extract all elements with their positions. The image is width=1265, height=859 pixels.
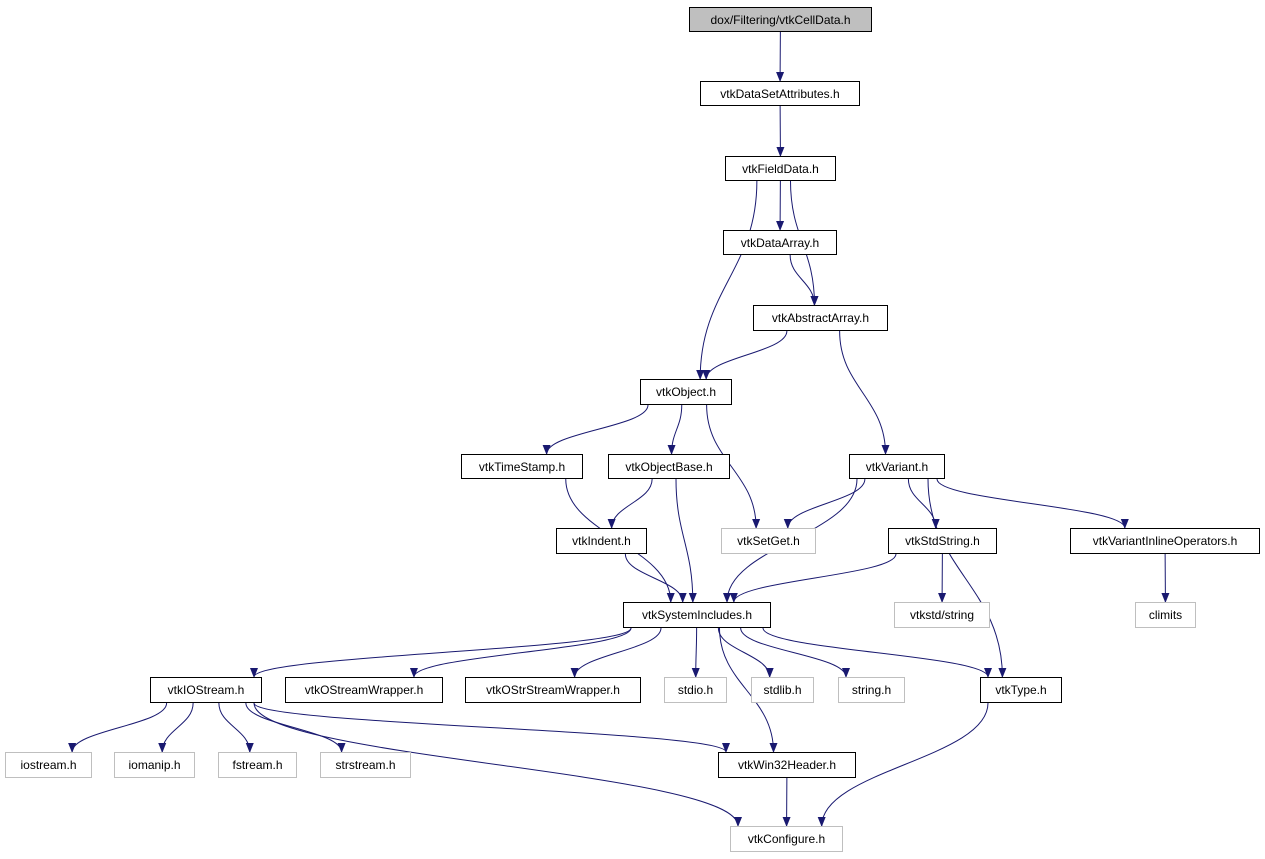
edge-variant-to-setGet [783,478,866,529]
node-fstream: fstream.h [218,752,297,778]
node-win32-header[interactable]: vtkWin32Header.h [718,752,856,778]
edge-objectBase-to-indent [607,478,653,529]
edge-object-to-timeStamp [542,404,649,455]
edge-systemIncludes-to-win32Header [719,627,778,753]
node-iomanip: iomanip.h [114,752,195,778]
edge-object-to-objectBase [667,404,683,455]
edge-variant-to-variantInline [936,478,1129,529]
node-strstream: strstream.h [320,752,411,778]
node-climits: climits [1135,602,1196,628]
node-cell-data[interactable]: dox/Filtering/vtkCellData.h [689,7,872,32]
edge-ioStream-to-win32Header [253,702,730,753]
node-object-base[interactable]: vtkObjectBase.h [608,454,730,479]
edge-systemIncludes-to-stdlib [717,627,774,678]
edge-systemIncludes-to-oStrStreamWrapper [570,627,662,678]
node-variant[interactable]: vtkVariant.h [849,454,945,479]
node-indent[interactable]: vtkIndent.h [556,528,647,554]
node-variant-inline[interactable]: vtkVariantInlineOperators.h [1070,528,1260,554]
node-io-stream[interactable]: vtkIOStream.h [150,677,262,703]
edge-variant-to-type [927,478,1007,678]
edge-systemIncludes-to-oStreamWrapper [410,627,632,678]
node-system-includes[interactable]: vtkSystemIncludes.h [623,602,771,628]
edge-systemIncludes-to-type [762,627,992,678]
edge-systemIncludes-to-stdio [691,627,700,678]
node-iostream: iostream.h [5,752,92,778]
edge-type-to-configure [817,702,989,827]
edge-ioStream-to-configure [253,702,742,827]
node-std-string[interactable]: vtkStdString.h [888,528,997,554]
node-set-get: vtkSetGet.h [721,528,816,554]
node-dsa[interactable]: vtkDataSetAttributes.h [700,81,860,106]
edge-ioStream-to-iomanip [158,702,194,753]
node-time-stamp[interactable]: vtkTimeStamp.h [461,454,583,479]
node-string: string.h [838,677,905,703]
edge-objectBase-to-systemIncludes [675,478,697,603]
edge-ioStream-to-fstream [218,702,254,753]
node-field-data[interactable]: vtkFieldData.h [725,156,836,181]
node-vtkstd-string: vtkstd/string [894,602,990,628]
edge-systemIncludes-to-ioStream [250,627,632,678]
node-stdlib: stdlib.h [751,677,814,703]
node-abstract-array[interactable]: vtkAbstractArray.h [753,305,888,331]
edge-variant-to-stdString [907,478,940,529]
node-o-stream-wrapper[interactable]: vtkOStreamWrapper.h [285,677,443,703]
node-type[interactable]: vtkType.h [980,677,1062,703]
edge-object-to-setGet [706,404,761,529]
edge-dataArray-to-abstractArray [789,254,819,306]
edge-systemIncludes-to-string [740,627,850,678]
edge-ioStream-to-strstream [245,702,346,753]
node-o-str-stream-wrapper[interactable]: vtkOStrStreamWrapper.h [465,677,641,703]
edge-stdString-to-systemIncludes [729,553,897,603]
node-object[interactable]: vtkObject.h [640,379,732,405]
edge-fieldData-to-object [696,180,758,380]
node-data-array[interactable]: vtkDataArray.h [723,230,837,255]
node-stdio: stdio.h [664,677,727,703]
edge-abstractArray-to-object [702,330,788,380]
node-configure: vtkConfigure.h [730,826,843,852]
edge-indent-to-systemIncludes [624,553,687,603]
edge-abstractArray-to-variant [839,330,890,455]
edge-ioStream-to-iostream [68,702,168,753]
